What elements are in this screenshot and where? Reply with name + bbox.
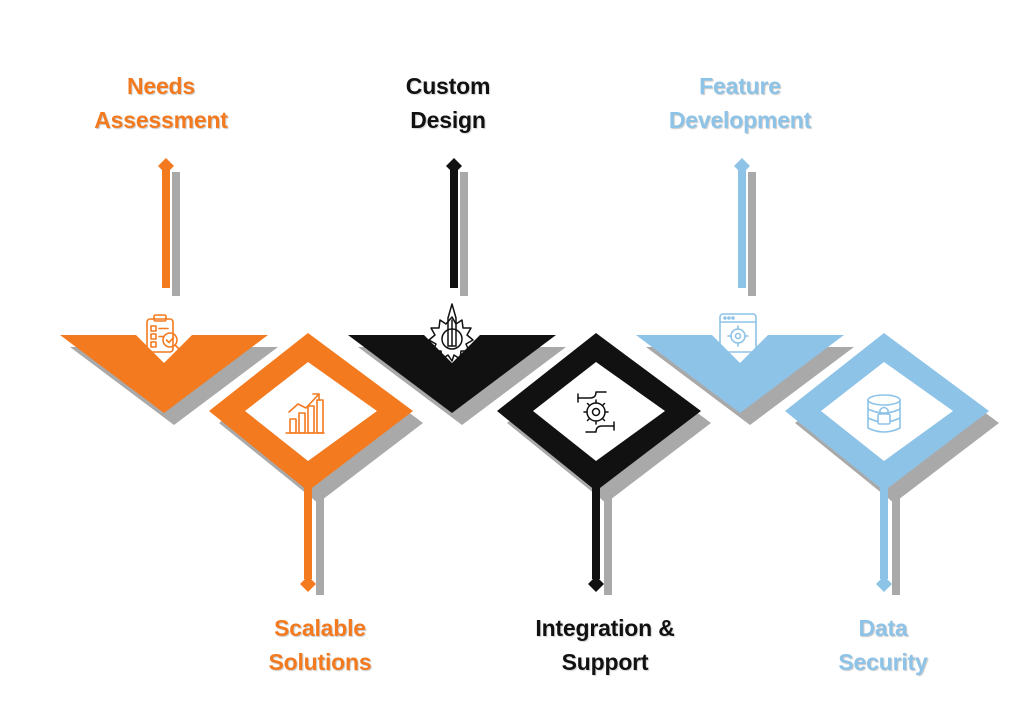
- label-line-2: Support: [561, 649, 649, 675]
- label-line-1: Scalable: [274, 615, 366, 641]
- label-line-2: Development: [668, 107, 812, 133]
- browser-gear-icon: [719, 313, 757, 353]
- step-scalable-solutions: [209, 333, 413, 592]
- label-line-2: Solutions: [268, 649, 372, 675]
- chevron-v-shape: [636, 335, 844, 413]
- connector-line: [450, 170, 458, 288]
- hands-gear-icon: [577, 391, 615, 433]
- connector-line: [880, 461, 888, 579]
- database-lock-icon: [867, 394, 901, 433]
- connector-line: [738, 170, 746, 288]
- label-line-1: Needs: [126, 73, 196, 99]
- label-line-1: Custom: [405, 73, 491, 99]
- label-line-1: Feature: [699, 73, 781, 99]
- arrowhead-marker: [158, 158, 174, 174]
- label-feature-development: Feature Development: [630, 69, 850, 137]
- chevron-v-shape: [348, 335, 556, 413]
- connector-line: [592, 461, 600, 579]
- checklist-magnifier-icon: [146, 314, 183, 353]
- arrowhead-marker: [446, 158, 462, 174]
- step-integration-support: [497, 333, 701, 592]
- gear-pen-icon: [428, 303, 474, 362]
- step-data-security: [785, 333, 989, 592]
- connector-line: [304, 461, 312, 579]
- bar-chart-growth-icon: [285, 393, 325, 434]
- arrowhead-marker: [734, 158, 750, 174]
- arrowhead-marker: [588, 576, 604, 592]
- arrowhead-marker: [876, 576, 892, 592]
- chevron-v-shape: [60, 335, 268, 413]
- step-feature-development: [636, 158, 844, 413]
- label-needs-assessment: Needs Assessment: [51, 69, 271, 137]
- label-scalable-solutions: Scalable Solutions: [210, 611, 430, 679]
- label-integration-support: Integration & Support: [495, 611, 715, 679]
- label-line-2: Design: [410, 107, 486, 133]
- step-needs-assessment: [60, 158, 268, 413]
- label-line-1: Integration &: [535, 615, 675, 641]
- connector-line: [162, 170, 170, 288]
- label-data-security: Data Security: [773, 611, 993, 679]
- label-line-1: Data: [858, 615, 908, 641]
- label-custom-design: Custom Design: [338, 69, 558, 137]
- diamond-inner: [821, 362, 953, 461]
- step-custom-design: [348, 158, 556, 413]
- label-line-2: Assessment: [94, 107, 228, 133]
- diamond-inner: [245, 362, 377, 461]
- arrowhead-marker: [300, 576, 316, 592]
- label-line-2: Security: [838, 649, 928, 675]
